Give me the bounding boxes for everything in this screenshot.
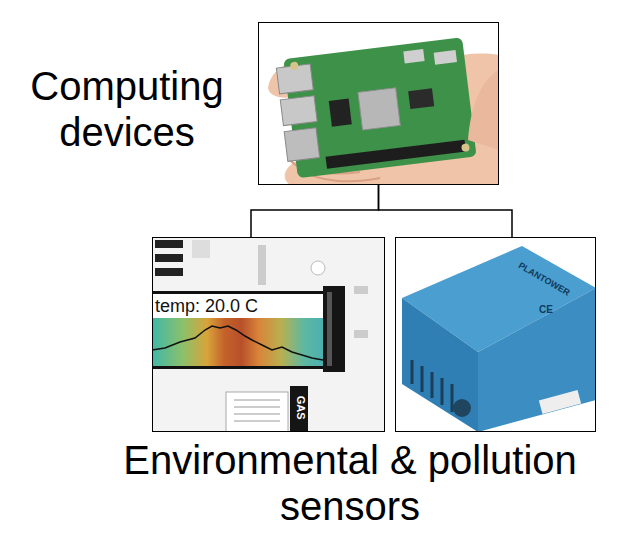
processor-chip: [358, 88, 400, 130]
pollution-sensor-picture: [395, 237, 596, 432]
board-pad: [192, 240, 210, 258]
cert-marking: CE: [534, 304, 558, 316]
board-pad: [354, 330, 368, 338]
temperature-graph: [152, 326, 323, 360]
group-heading: Computing devices: [9, 63, 245, 155]
sensor-grille: [412, 360, 452, 412]
brand-marking: PLANTOWER: [507, 255, 582, 304]
hand-fingers: [468, 70, 499, 150]
sensor-board-picture: [152, 237, 385, 432]
tree-connector: [251, 185, 379, 237]
photo-ground: [258, 22, 499, 185]
mount-hole: [290, 61, 299, 70]
gpio-header: [326, 140, 466, 169]
sensor-board-box: temp: 20.0 C GAS: [152, 237, 385, 432]
pollution-sensor-box: PLANTOWERCE: [395, 237, 596, 432]
tree-connector: [379, 185, 513, 237]
board-stripe: [155, 254, 183, 262]
board-pad: [354, 286, 368, 294]
display-frame: [152, 291, 324, 294]
sensor-front-face: [402, 298, 478, 432]
ethernet-port: [284, 128, 319, 162]
display-reading: temp: 20.0 C: [155, 296, 315, 318]
sensor-grille: [234, 400, 280, 421]
power-port: [434, 50, 457, 65]
sensor-fan: [453, 399, 471, 417]
computer-box: Computing devices: [258, 22, 499, 185]
mount-hole: [461, 143, 470, 152]
display-frame: [152, 366, 324, 369]
board-stripe: [155, 268, 183, 276]
connector-pin: [327, 292, 332, 366]
mount-hole: [311, 261, 325, 275]
display-connector: [323, 286, 345, 372]
board-stripe: [155, 240, 183, 248]
gas-label-plate: [290, 386, 308, 432]
sensor-marking: GAS: [293, 388, 306, 428]
heat-map: [152, 318, 324, 366]
gas-sensor: [226, 392, 288, 432]
hdmi-port: [403, 49, 424, 63]
barcode-sticker: [539, 390, 581, 414]
usb-port: [280, 96, 317, 126]
group-heading: Environmental & pollution sensors: [90, 437, 610, 529]
display-header: [152, 293, 324, 319]
memory-chip: [329, 99, 352, 127]
sensor-side-face: [478, 288, 596, 432]
photo-ground: [395, 237, 596, 432]
chip: [408, 88, 434, 109]
computer-board-picture: [258, 22, 499, 185]
board-pad: [258, 245, 266, 285]
